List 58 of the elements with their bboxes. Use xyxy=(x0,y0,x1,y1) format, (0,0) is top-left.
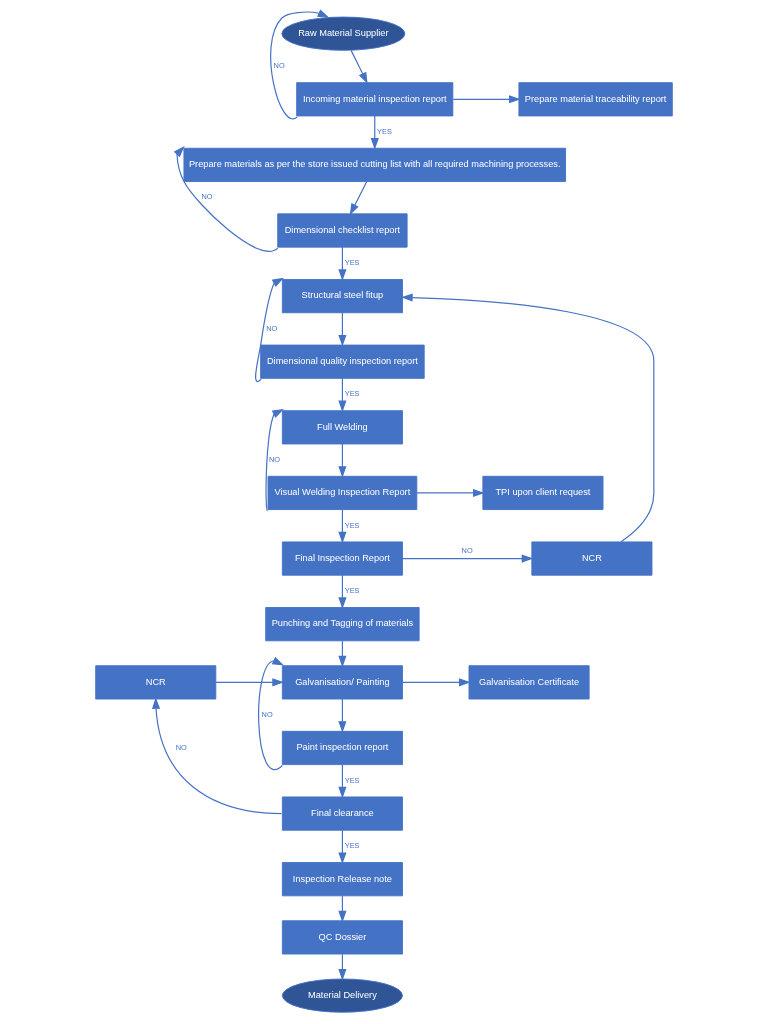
node-ellipse: Raw Material Supplier xyxy=(281,16,406,51)
arrow xyxy=(338,574,347,609)
arrow xyxy=(338,509,347,544)
arrow xyxy=(338,246,347,281)
arrow xyxy=(338,312,347,347)
arrow xyxy=(401,293,655,543)
arrow xyxy=(401,554,534,563)
edge-label: NO xyxy=(175,742,187,752)
arrow xyxy=(173,146,279,252)
arrow xyxy=(370,115,379,150)
edge-label: NO xyxy=(266,323,278,333)
edge-label: NO xyxy=(201,192,213,202)
edge-label: YES xyxy=(344,841,360,851)
arrow xyxy=(338,377,347,413)
node-box: TPI upon client request xyxy=(482,475,604,511)
arrow xyxy=(416,488,485,497)
node-box: Punching and Tagging of materials xyxy=(265,607,420,642)
node-box: NCR xyxy=(531,541,653,576)
node-box: QC Dossier xyxy=(281,920,403,955)
node-box: Prepare materials as per the store issued cutting list with all required machining processes. xyxy=(183,147,567,182)
arrow xyxy=(215,678,284,687)
node-box: Structural steel fitup xyxy=(281,279,403,314)
edge-label: NO xyxy=(261,709,273,719)
node-box: Paint inspection report xyxy=(281,730,403,766)
node-box: Final clearance xyxy=(281,796,403,831)
node-box: Galvanisation Certificate xyxy=(468,665,590,700)
node-ellipse: Material Delivery xyxy=(281,978,403,1013)
arrow xyxy=(151,697,283,815)
edge-label: NO xyxy=(268,454,281,464)
node-box: Full Welding xyxy=(281,410,403,445)
node-box: Inspection Release note xyxy=(281,862,403,897)
arrow xyxy=(258,656,284,771)
node-box: Dimensional checklist report xyxy=(277,213,408,248)
arrow xyxy=(338,764,347,799)
edge-label: NO xyxy=(273,61,285,71)
edge-label: YES xyxy=(344,258,360,268)
node-box: Incoming material inspection report xyxy=(296,82,454,117)
arrow xyxy=(255,277,284,383)
arrow xyxy=(338,443,347,478)
arrow xyxy=(265,408,284,512)
node-box: Prepare material traceability report xyxy=(518,82,673,117)
edge-label: YES xyxy=(344,520,360,530)
node-box: Galvanisation/ Painting xyxy=(281,665,403,700)
arrow xyxy=(338,698,347,733)
edge-label: NO xyxy=(461,546,473,556)
node-box: Dimensional quality inspection report xyxy=(260,344,425,379)
node-box: Visual Welding Inspection Report xyxy=(267,475,418,511)
arrow xyxy=(452,95,521,104)
arrow xyxy=(350,49,368,84)
arrow xyxy=(401,678,471,687)
arrow xyxy=(338,829,347,865)
edge-label: YES xyxy=(344,389,360,399)
node-box: Final Inspection Report xyxy=(281,541,403,576)
node-box: NCR xyxy=(95,665,217,700)
edge-label: YES xyxy=(344,586,360,596)
edge-label: YES xyxy=(344,775,360,785)
arrow xyxy=(349,181,368,216)
edge-label: YES xyxy=(377,126,392,136)
